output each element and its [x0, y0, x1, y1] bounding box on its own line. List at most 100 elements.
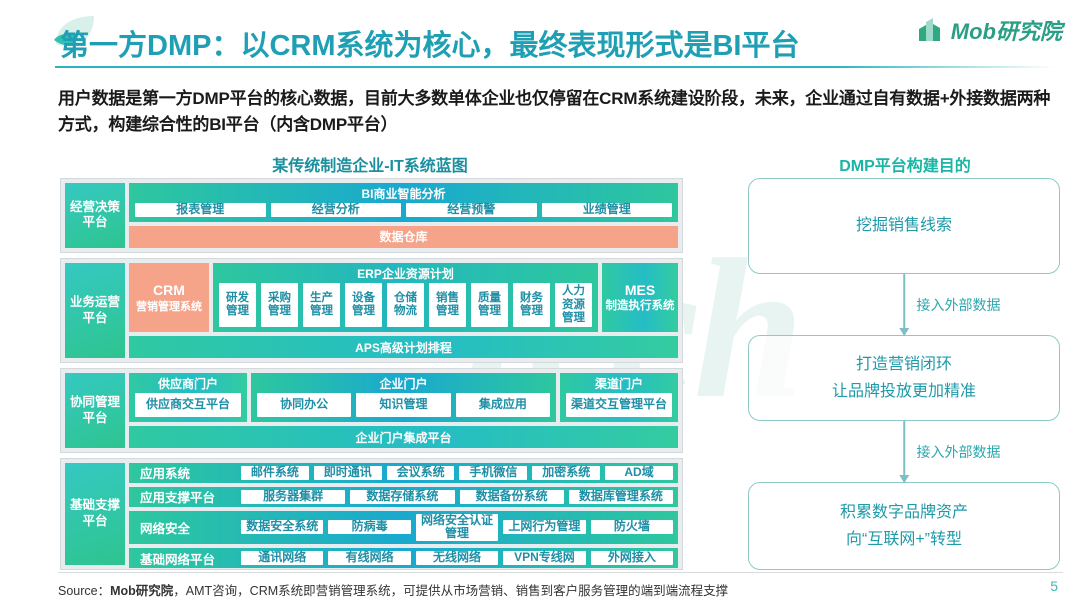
chip-encryption-system[interactable]: 加密系统: [532, 465, 601, 480]
mob-logo-icon: [918, 18, 940, 41]
chip-conference-system[interactable]: 会议系统: [386, 465, 455, 480]
chip-integrated-application[interactable]: 集成应用: [455, 393, 550, 417]
chip-purchase-management[interactable]: 采购管理: [261, 282, 298, 328]
chip-antivirus[interactable]: 防病毒: [328, 520, 411, 535]
erp-group: ERP企业资源计划 研发管理 采购管理 生产管理 设备管理 仓储物流 销售管理 …: [213, 262, 598, 333]
mes-box[interactable]: MES 制造执行系统: [602, 262, 678, 333]
chip-knowledge-management[interactable]: 知识管理: [356, 393, 451, 417]
chip-internet-behavior-management[interactable]: 上网行为管理: [503, 520, 586, 535]
platform-label-infrastructure: 基础支撑平台: [65, 463, 125, 565]
chip-database-management-system[interactable]: 数据库管理系统: [568, 489, 673, 504]
chip-mail-system[interactable]: 邮件系统: [241, 465, 309, 480]
header-divider: [55, 66, 1055, 68]
chip-performance-management[interactable]: 业绩管理: [541, 202, 672, 217]
page-number: 5: [1050, 578, 1058, 594]
flow-node-mine-sales-leads: 挖掘销售线索: [748, 178, 1060, 274]
chip-supplier-interaction-platform[interactable]: 供应商交互平台: [135, 393, 241, 417]
chip-external-network-access[interactable]: 外网接入: [590, 550, 674, 565]
chip-finance-management[interactable]: 财务管理: [513, 282, 550, 328]
flow-arrow-label-1: 接入外部数据: [916, 296, 1001, 313]
blueprint-title: 某传统制造企业-IT系统蓝图: [272, 158, 468, 175]
chip-sales-management[interactable]: 销售管理: [429, 282, 466, 328]
flow-title: DMP平台构建目的: [839, 158, 971, 175]
chip-firewall[interactable]: 防火墙: [590, 520, 674, 535]
brand-logo-text: Mob研究院: [950, 19, 1062, 44]
chip-network-security-auth-management[interactable]: 网络安全认证管理: [415, 513, 499, 542]
chip-wired-network[interactable]: 有线网络: [328, 550, 411, 565]
flow-arrow-label-2: 接入外部数据: [916, 443, 1001, 460]
chip-ad-domain[interactable]: AD域: [605, 465, 673, 480]
page-title: 第一方DMP：以CRM系统为核心，最终表现形式是BI平台: [60, 30, 800, 62]
chip-production-management[interactable]: 生产管理: [303, 282, 340, 328]
chip-rd-management[interactable]: 研发管理: [219, 282, 256, 328]
bi-analytics-header: BI商业智能分析: [361, 187, 446, 201]
subrow-label-basic-network: 基础网络平台: [140, 552, 216, 567]
flow-node-marketing-loop: 打造营销闭环 让品牌投放更加精准: [748, 335, 1060, 421]
flow-arrow-2-icon: [903, 421, 905, 482]
erp-header: ERP企业资源计划: [357, 266, 454, 281]
chip-hr-management[interactable]: 人力资源管理: [555, 282, 592, 328]
subrow-label-application-support: 应用支撑平台: [140, 491, 216, 506]
chip-data-storage-system[interactable]: 数据存储系统: [350, 489, 455, 504]
platform-label-collaboration: 协同管理平台: [65, 373, 125, 448]
flow-connector-1: 接入外部数据: [748, 274, 1060, 335]
crm-title: CRM: [153, 282, 185, 299]
it-system-blueprint: 经营决策平台 BI商业智能分析 报表管理 经营分析 经营预警 业绩管理 数据仓库…: [60, 178, 683, 570]
subrow-application-support: 应用支撑平台 服务器集群 数据存储系统 数据备份系统 数据库管理系统: [129, 486, 678, 507]
dmp-purpose-flow: 挖掘销售线索 接入外部数据 打造营销闭环 让品牌投放更加精准 接入外部数据 积累…: [748, 178, 1060, 570]
subrow-network-security: 网络安全 数据安全系统 防病毒 网络安全认证管理 上网行为管理 防火墙: [129, 510, 678, 545]
flow-node-digital-brand-assets: 积累数字品牌资产 向“互联网+”转型: [748, 482, 1060, 570]
flow-node-2-line-2: 让品牌投放更加精准: [831, 383, 976, 400]
chip-vpn-dedicated-network[interactable]: VPN专线网: [503, 550, 586, 565]
blueprint-row-infrastructure: 基础支撑平台 应用系统 邮件系统 即时通讯 会议系统 手机微信 加密系统 AD域…: [60, 458, 683, 570]
crm-subtitle: 营销管理系统: [136, 300, 202, 313]
chip-report-management[interactable]: 报表管理: [135, 202, 266, 217]
brand-logo: Mob研究院: [917, 14, 1062, 46]
chip-wireless-network[interactable]: 无线网络: [415, 550, 499, 565]
chip-warehouse-logistics[interactable]: 仓储物流: [387, 282, 424, 328]
source-rest: ，AMT咨询，CRM系统即营销管理系统，可提供从市场营销、销售到客户服务管理的端…: [173, 584, 729, 598]
chip-operation-analysis[interactable]: 经营分析: [270, 202, 401, 217]
chip-operation-alert[interactable]: 经营预警: [406, 202, 537, 217]
bi-analytics-group: BI商业智能分析 报表管理 经营分析 经营预警 业绩管理: [129, 183, 678, 222]
flow-node-3-line-2: 向“互联网+”转型: [845, 531, 962, 548]
enterprise-portal-header: 企业门户: [379, 377, 428, 392]
flow-node-2-line-1: 打造营销闭环: [855, 355, 952, 373]
subrow-label-application-systems: 应用系统: [140, 467, 191, 482]
platform-label-business: 业务运营平台: [65, 262, 125, 359]
lede-paragraph: 用户数据是第一方DMP平台的核心数据，目前大多数单体企业也仅停留在CRM系统建设…: [58, 89, 1051, 134]
source-brand: Mob研究院: [110, 584, 174, 598]
blueprint-row-business: 业务运营平台 CRM 营销管理系统 ERP企业资源计划 研发管理 采购管理 生产…: [60, 257, 683, 364]
source-prefix: Source：: [58, 584, 111, 598]
supplier-portal-group: 供应商门户 供应商交互平台: [129, 373, 247, 422]
footer-divider: [58, 572, 1063, 573]
flow-node-3-line-1: 积累数字品牌资产: [839, 503, 968, 521]
chip-server-cluster[interactable]: 服务器集群: [241, 489, 346, 504]
chip-mobile-wechat[interactable]: 手机微信: [459, 465, 528, 480]
source-note: Source：Mob研究院，AMT咨询，CRM系统即营销管理系统，可提供从市场营…: [58, 580, 998, 599]
subrow-basic-network: 基础网络平台 通讯网络 有线网络 无线网络 VPN专线网 外网接入: [129, 548, 678, 568]
data-warehouse-bar: 数据仓库: [129, 225, 678, 248]
chip-data-security-system[interactable]: 数据安全系统: [241, 520, 324, 535]
chip-collaborative-office[interactable]: 协同办公: [257, 393, 352, 417]
flow-connector-2: 接入外部数据: [748, 421, 1060, 482]
aps-bar: APS高级计划排程: [129, 336, 678, 359]
chip-quality-management[interactable]: 质量管理: [471, 282, 508, 328]
channel-portal-header: 渠道门户: [594, 377, 643, 392]
mes-subtitle: 制造执行系统: [605, 300, 675, 313]
flow-node-1-line-1: 挖掘销售线索: [855, 217, 952, 235]
platform-label-decision: 经营决策平台: [65, 183, 125, 248]
chip-communication-network[interactable]: 通讯网络: [241, 550, 324, 565]
mes-title: MES: [624, 282, 656, 299]
subrow-application-systems: 应用系统 邮件系统 即时通讯 会议系统 手机微信 加密系统 AD域: [129, 463, 678, 483]
blueprint-row-decision: 经营决策平台 BI商业智能分析 报表管理 经营分析 经营预警 业绩管理 数据仓库: [60, 178, 683, 253]
chip-instant-messaging[interactable]: 即时通讯: [313, 465, 382, 480]
chip-data-backup-system[interactable]: 数据备份系统: [459, 489, 564, 504]
chip-equipment-management[interactable]: 设备管理: [345, 282, 382, 328]
crm-box[interactable]: CRM 营销管理系统: [129, 262, 209, 333]
blueprint-row-collaboration: 协同管理平台 供应商门户 供应商交互平台 企业门户 协同办公 知识管理 集成应用: [60, 368, 683, 453]
enterprise-portal-group: 企业门户 协同办公 知识管理 集成应用: [251, 373, 556, 422]
enterprise-portal-integration-bar: 企业门户集成平台: [129, 426, 678, 448]
chip-channel-interaction-platform[interactable]: 渠道交互管理平台: [566, 393, 672, 417]
subrow-label-network-security: 网络安全: [140, 521, 191, 536]
